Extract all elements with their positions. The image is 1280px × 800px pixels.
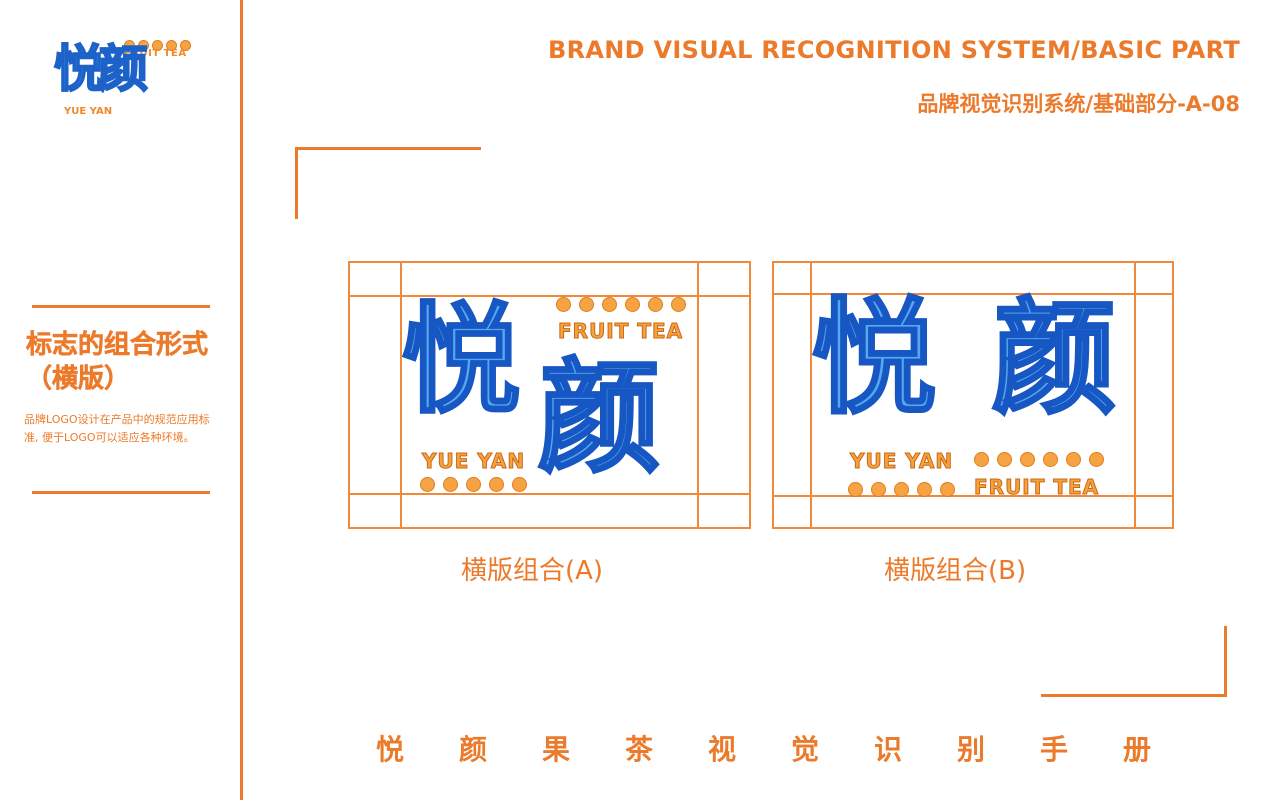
footer-char: 果 <box>542 733 571 766</box>
sidebar-logo: FRUIT TEA 悦颜 YUE YAN <box>53 36 194 132</box>
logo-chinese: 悦颜 <box>53 40 149 98</box>
section-divider-top <box>32 305 210 308</box>
fruit-dots <box>124 36 194 55</box>
logo-char-yue: 悦 <box>810 287 937 431</box>
footer-char: 悦 <box>376 733 405 766</box>
caption-board-a: 横版组合(A) <box>461 556 604 586</box>
fruit-dots-top <box>974 452 1112 471</box>
footer-title: 悦颜果茶视觉识别手册 <box>376 728 1206 768</box>
logo-board-a: FRUIT TEA 悦 颜 YUE YAN <box>348 261 751 529</box>
section-title: 标志的组合形式（横版） <box>26 330 209 395</box>
vertical-divider <box>240 0 243 800</box>
header-title-cn: 品牌视觉识别系统/基础部分-A-08 <box>917 92 1240 116</box>
tag-fruit-tea: FRUIT TEA <box>557 319 684 344</box>
footer-char: 颜 <box>459 733 488 766</box>
footer-char: 别 <box>957 733 986 766</box>
footer-char: 识 <box>874 733 903 766</box>
tag-fruit-tea: FRUIT TEA <box>973 475 1100 500</box>
logo-char-yan: 颜 <box>537 347 662 489</box>
logo-board-b: 悦 颜 YUE YAN FRUIT TEA <box>772 261 1174 529</box>
footer-char: 册 <box>1123 733 1152 766</box>
fruit-dots-bottom <box>420 477 535 496</box>
footer-char: 视 <box>708 733 737 766</box>
section-description: 品牌LOGO设计在产品中的规范应用标准, 便于LOGO可以适应各种环境。 <box>24 413 210 444</box>
footer-char: 手 <box>1040 733 1069 766</box>
logo-char-yue: 悦 <box>400 291 521 429</box>
logo-char-yan: 颜 <box>990 287 1117 431</box>
section-divider-bottom <box>32 491 210 494</box>
fruit-dots-top <box>556 297 694 316</box>
footer-char: 茶 <box>625 733 654 766</box>
tag-yue-yan: YUE YAN <box>849 449 954 474</box>
logo-fruit-tea: FRUIT TEA <box>124 48 187 59</box>
header-title-en: BRAND VISUAL RECOGNITION SYSTEM/BASIC PA… <box>548 36 1240 64</box>
footer-char: 觉 <box>791 733 820 766</box>
tag-yue-yan: YUE YAN <box>421 449 526 474</box>
logo-yue-yan: YUE YAN <box>64 106 113 117</box>
fruit-dots-bottom <box>848 482 963 501</box>
caption-board-b: 横版组合(B) <box>884 556 1027 586</box>
